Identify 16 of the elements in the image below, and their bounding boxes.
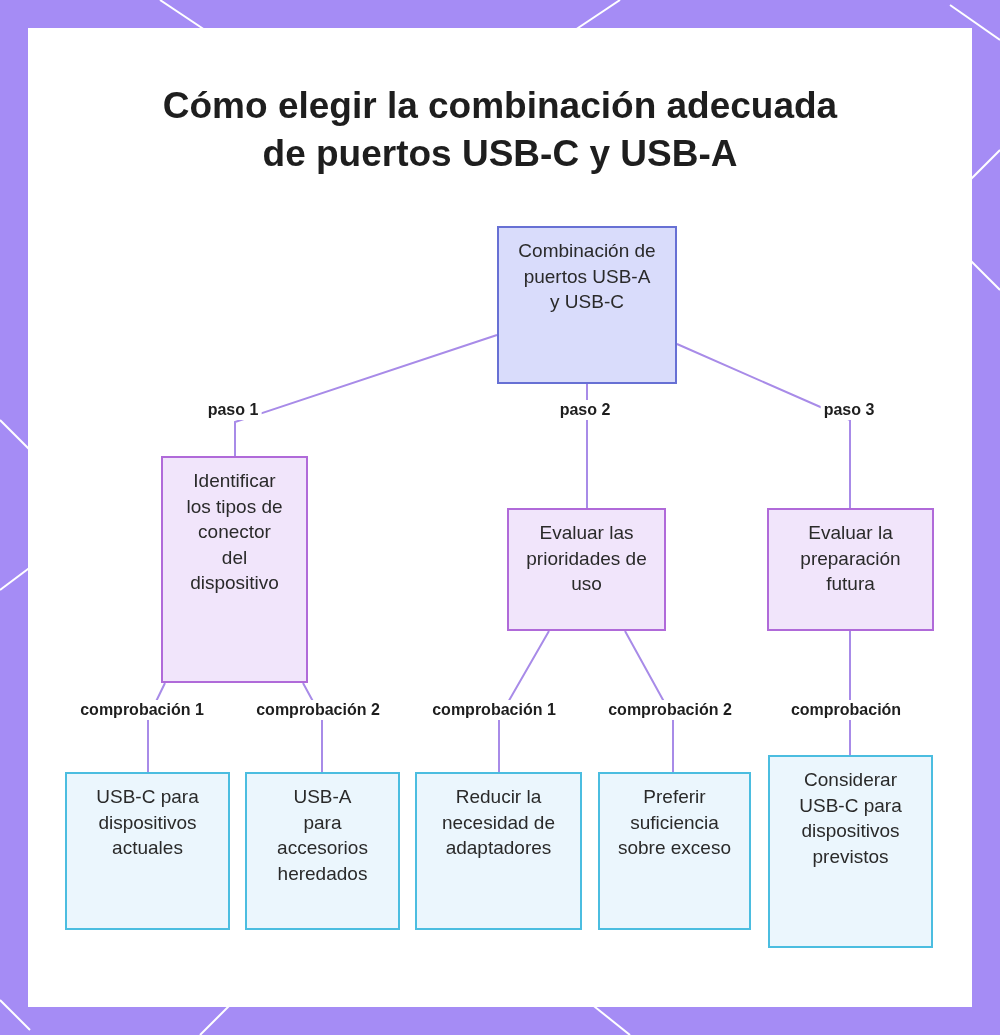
check-box: USB-C para dispositivos actuales [65,772,230,930]
connector-line [676,343,851,509]
edge-label: comprobación 1 [429,700,559,720]
step-box: Evaluar las prioridades de uso [507,508,666,631]
edge-label: comprobación 2 [605,700,735,720]
check-box: Reducir la necesidad de adaptadores [415,772,582,930]
title: Cómo elegir la combinación adecuada de puertos USB-C y USB-A [161,84,839,176]
edge-label: comprobación 2 [253,700,383,720]
connector-line [234,334,498,457]
check-box: Preferir suficiencia sobre exceso [598,772,751,930]
check-box: USB-A para accesorios heredados [245,772,400,930]
step-box: Evaluar la preparación futura [767,508,934,631]
check-box: Considerar USB-C para dispositivos previstos [768,755,933,948]
root-box: Combinación de puertos USB-A y USB-C [497,226,677,384]
step-box: Identificar los tipos de conector del dispositivo [161,456,308,683]
edge-label: comprobación 1 [77,700,207,720]
